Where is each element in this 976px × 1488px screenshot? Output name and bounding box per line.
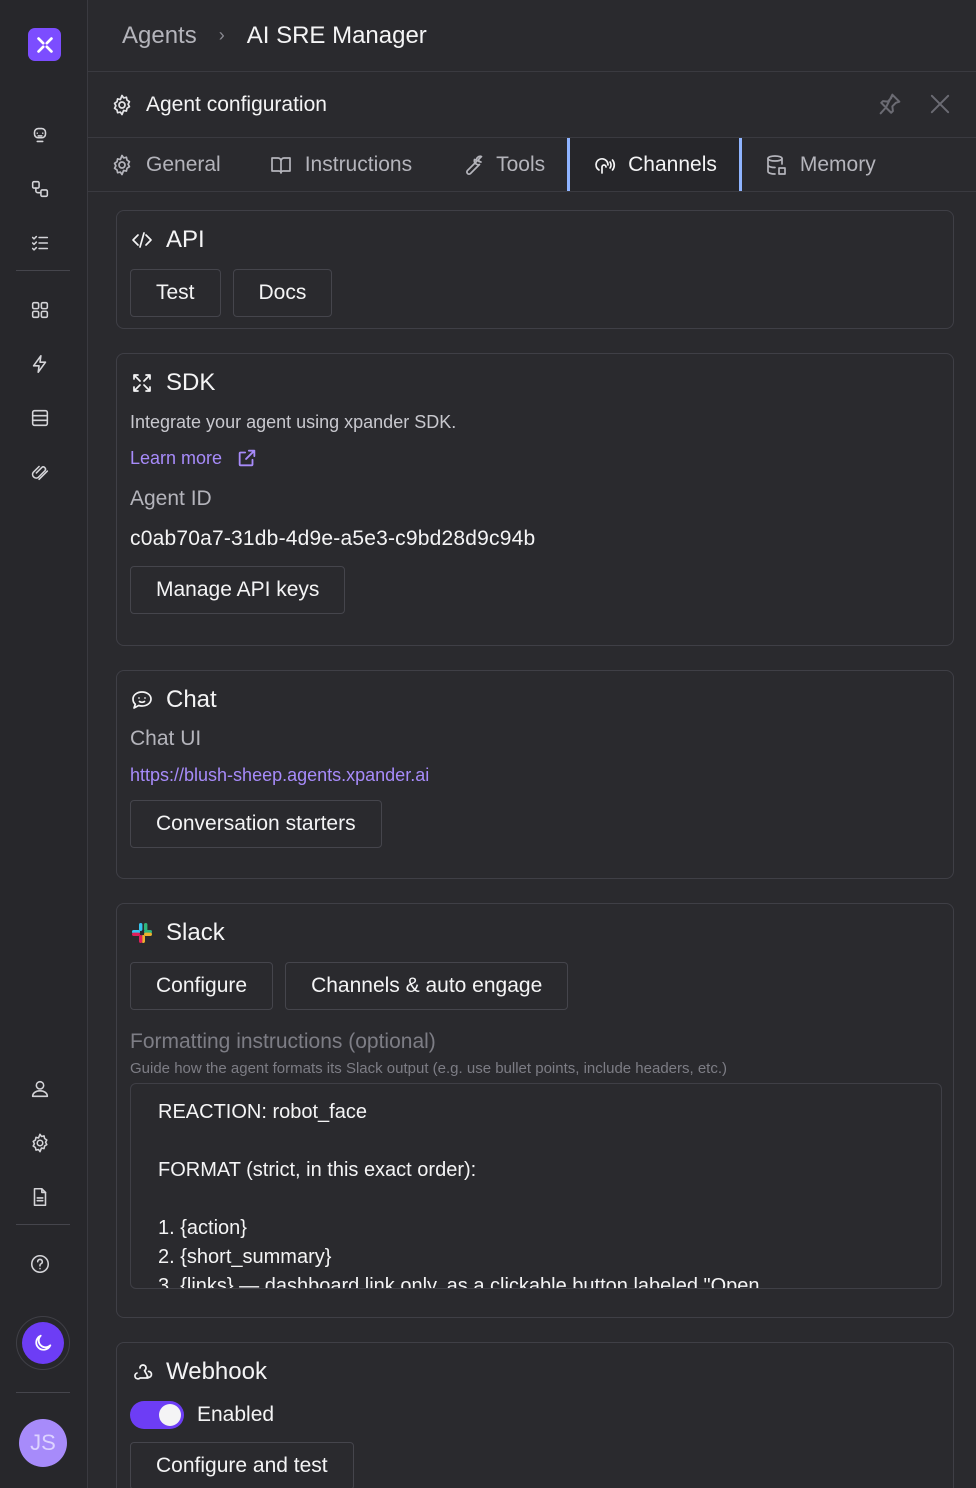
settings-gear-icon[interactable] [27, 1130, 53, 1156]
gear-icon [110, 153, 134, 177]
slack-logo-icon [130, 921, 154, 945]
panel-header: Agent configuration [88, 72, 976, 138]
database-icon [764, 153, 788, 177]
panel-title: Agent configuration [146, 92, 327, 116]
chat-ui-label: Chat UI [130, 727, 202, 750]
left-nav-rail: JS [0, 0, 88, 1488]
book-open-icon [269, 153, 293, 177]
slack-title: Slack [166, 919, 225, 946]
panel-actions [876, 90, 954, 118]
broadcast-icon [592, 153, 616, 177]
storage-nav-icon[interactable] [27, 405, 53, 431]
tab-channels[interactable]: Channels [567, 138, 742, 191]
xpander-logo[interactable] [28, 28, 61, 61]
chat-card: Chat Chat UI https://blush-sheep.agents.… [116, 670, 954, 879]
moon-icon [22, 1322, 64, 1364]
tab-label: Tools [496, 152, 546, 176]
manage-api-keys-button[interactable]: Manage API keys [130, 566, 346, 614]
rail-divider [16, 270, 70, 271]
webhook-enabled-toggle[interactable] [130, 1401, 184, 1429]
breadcrumb-agents-link[interactable]: Agents [122, 21, 197, 49]
breadcrumb: Agents › AI SRE Manager [88, 0, 976, 72]
api-test-button[interactable]: Test [130, 269, 221, 317]
formatting-instructions-label: Formatting instructions (optional) [130, 1030, 436, 1053]
tab-memory[interactable]: Memory [742, 138, 898, 191]
user-profile-icon[interactable] [27, 1076, 53, 1102]
tab-label: Memory [799, 152, 876, 176]
tab-label: General [146, 152, 221, 176]
conversation-starters-button[interactable]: Conversation starters [130, 800, 382, 848]
webhook-card: Webhook Enabled Configure and test [116, 1342, 954, 1488]
chat-ui-url-link[interactable]: https://blush-sheep.agents.xpander.ai [130, 765, 430, 785]
agent-id-value: c0ab70a7-31db-4d9e-a5e3-c9bd28d9c94b [130, 527, 536, 550]
rail-divider [16, 1224, 70, 1225]
paperclip-nav-icon[interactable] [27, 459, 53, 485]
sdk-description: Integrate your agent using xpander SDK. [130, 412, 457, 432]
webhook-icon [130, 1360, 154, 1384]
xpander-sdk-icon [130, 371, 154, 395]
pin-icon[interactable] [876, 90, 904, 118]
document-icon[interactable] [27, 1184, 53, 1210]
api-docs-button[interactable]: Docs [232, 269, 333, 317]
tab-instructions[interactable]: Instructions [243, 138, 434, 191]
learn-more-link[interactable]: Learn more [130, 447, 258, 469]
code-icon [130, 228, 154, 252]
chat-title: Chat [166, 686, 217, 713]
external-link-icon [236, 447, 258, 469]
webhook-title: Webhook [166, 1358, 267, 1385]
webhook-configure-button[interactable]: Configure and test [130, 1442, 354, 1488]
slack-channels-button[interactable]: Channels & auto engage [285, 962, 569, 1010]
gear-icon [110, 93, 134, 117]
learn-more-label: Learn more [130, 447, 223, 468]
tab-general[interactable]: General [88, 138, 243, 191]
tab-label: Instructions [304, 152, 413, 176]
close-icon[interactable] [926, 90, 954, 118]
slack-card: Slack Configure Channels & auto engage F… [116, 903, 954, 1318]
lightning-nav-icon[interactable] [27, 351, 53, 377]
task-list-nav-icon[interactable] [27, 230, 53, 256]
chat-bot-icon [130, 688, 154, 712]
theme-toggle-button[interactable] [16, 1316, 70, 1370]
agent-id-label: Agent ID [130, 487, 212, 510]
sdk-card: SDK Integrate your agent using xpander S… [116, 353, 954, 646]
webhook-enabled-row: Enabled [130, 1401, 940, 1429]
tab-label: Channels [628, 152, 717, 176]
sdk-title: SDK [166, 369, 216, 396]
formatting-instructions-help: Guide how the agent formats its Slack ou… [130, 1060, 728, 1077]
user-avatar[interactable]: JS [19, 1419, 67, 1467]
breadcrumb-current: AI SRE Manager [246, 21, 427, 49]
agents-nav-icon[interactable] [27, 122, 53, 148]
api-card: API Test Docs [116, 210, 954, 329]
config-tabs: General Instructions Tools Channels Memo… [88, 138, 976, 192]
tab-tools[interactable]: Tools [434, 138, 567, 191]
api-title: API [166, 226, 205, 253]
wrench-icon [460, 153, 484, 177]
webhook-enabled-label: Enabled [197, 1403, 275, 1426]
workflow-nav-icon[interactable] [27, 176, 53, 202]
apps-grid-nav-icon[interactable] [27, 297, 53, 323]
rail-divider [16, 1392, 70, 1393]
slack-configure-button[interactable]: Configure [130, 962, 274, 1010]
help-icon[interactable] [27, 1251, 53, 1277]
formatting-instructions-textarea[interactable]: REACTION: robot_face FORMAT (strict, in … [130, 1083, 942, 1289]
breadcrumb-separator: › [218, 25, 225, 45]
